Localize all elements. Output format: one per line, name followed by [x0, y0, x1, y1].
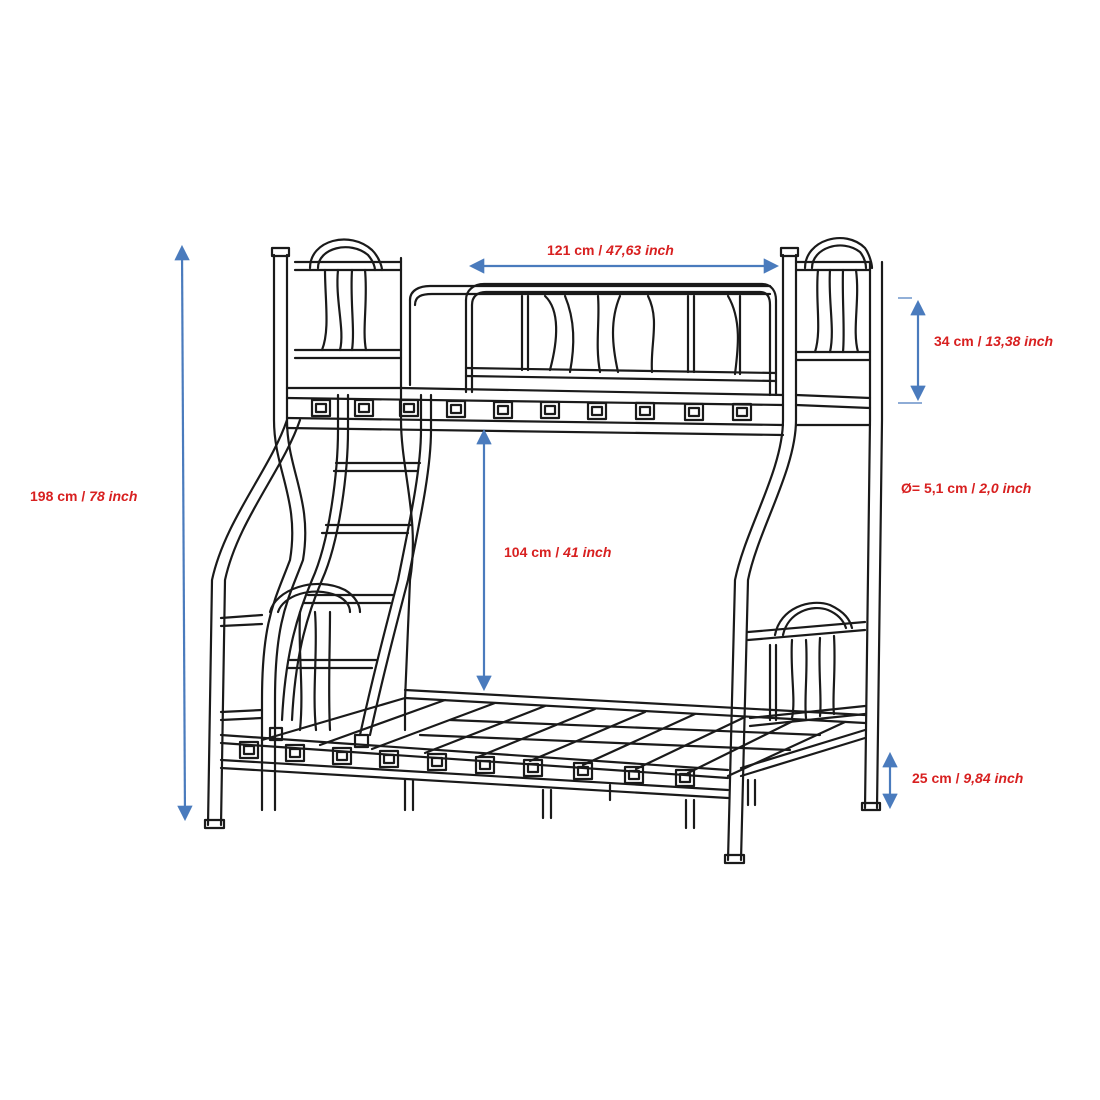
right-front-post — [726, 253, 785, 862]
post-cap — [270, 246, 291, 258]
top-frame-rail — [285, 386, 785, 397]
guardrail-height-cm: 34 cm / — [934, 333, 982, 349]
bottom-decor-blocks — [238, 740, 696, 788]
top-guard-rail — [408, 282, 778, 397]
bottom-right-footboard — [746, 601, 867, 728]
left-front-rail-post — [399, 256, 414, 732]
clearance-label: 104 cm / 41 inch — [504, 544, 611, 560]
dimension-arrows — [174, 244, 926, 822]
top-right-headboard — [794, 237, 874, 362]
leg-height-inch: 9,84 inch — [963, 770, 1024, 786]
top-width-label: 121 cm / 47,63 inch — [547, 242, 674, 258]
top-width-cm: 121 cm / — [547, 242, 603, 258]
tube-diameter-label: Ø= 5,1 cm / 2,0 inch — [901, 480, 1031, 496]
ladder — [268, 393, 433, 749]
bottom-bunk-frame — [219, 688, 867, 830]
leg-height-cm: 25 cm / — [912, 770, 960, 786]
left-back-post — [260, 253, 294, 812]
leg-height-label: 25 cm / 9,84 inch — [912, 770, 1023, 786]
top-left-headboard — [293, 238, 403, 360]
right-back-post — [863, 260, 872, 810]
overall-height-label: 198 cm / 78 inch — [30, 488, 137, 504]
overall-height-inch: 78 inch — [89, 488, 138, 504]
clearance-inch: 41 inch — [563, 544, 612, 560]
left-front-post — [206, 418, 289, 827]
overall-height-cm: 198 cm / — [30, 488, 86, 504]
bed-frame — [203, 237, 884, 865]
top-width-inch: 47,63 inch — [606, 242, 674, 258]
height-arrow — [174, 244, 193, 822]
tube-diameter-cm: Ø= 5,1 cm / — [901, 480, 976, 496]
guardrail-height-inch: 13,38 inch — [985, 333, 1054, 349]
guardrail-height-label: 34 cm / 13,38 inch — [934, 333, 1053, 349]
clearance-cm: 104 cm / — [504, 544, 560, 560]
top-decor-blocks — [310, 398, 753, 422]
bottom-left-footboard — [219, 582, 362, 732]
tube-diameter-inch: 2,0 inch — [979, 480, 1032, 496]
